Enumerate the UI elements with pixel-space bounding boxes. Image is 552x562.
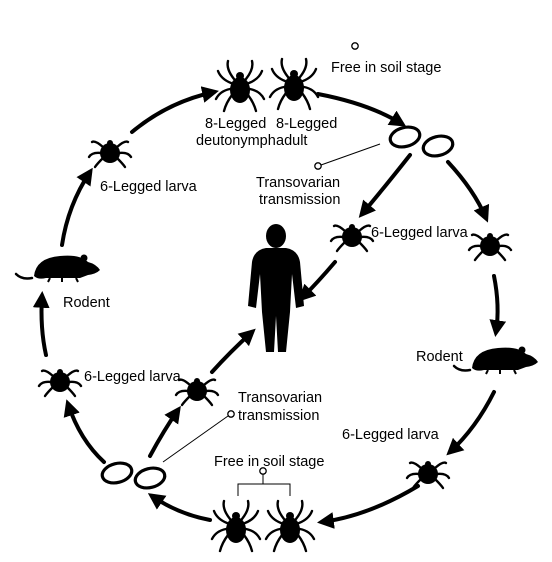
adult-mite-icon — [268, 57, 320, 111]
label-deutonymph-line2: deutonymph — [196, 133, 276, 149]
label-free-in-soil-top: Free in soil stage — [331, 60, 441, 76]
larva-center-right-icon — [329, 222, 375, 253]
label-larva-center-right: 6-Legged larva — [371, 225, 469, 241]
label-larva-top-left: 6-Legged larva — [100, 179, 198, 195]
human-icon — [248, 224, 304, 352]
arrow-eggs-to-larva-right — [446, 160, 490, 223]
arrow-larva-to-mites-bottom — [317, 484, 420, 529]
label-transovarian-top-line2: transmission — [259, 192, 340, 208]
arrow-eggs-to-larva-left — [63, 399, 106, 464]
arrow-adult-to-eggs-top — [316, 92, 407, 127]
arrow-larva-to-human-top — [298, 260, 337, 302]
arrow-eggs-to-larva-lower — [148, 405, 181, 458]
label-larva-bottom-right: 6-Legged larva — [342, 427, 440, 443]
arrow-larva-to-deutonymph — [130, 86, 219, 134]
arrow-larva-to-human-bottom — [210, 328, 256, 374]
label-adult-line1: 8-Legged — [276, 116, 337, 132]
label-adult-line2: adult — [276, 133, 307, 149]
arrow-mites-to-eggs-bottom — [147, 493, 212, 522]
rodent-left-icon — [14, 253, 102, 284]
label-deutonymph-line1: 8-Legged — [205, 116, 266, 132]
label-transovarian-top-line1: Transovarian — [256, 175, 340, 191]
deutonymph-mite-icon — [214, 59, 266, 113]
rodent-right-icon — [452, 345, 540, 376]
label-transovarian-bottom-line1: Transovarian — [238, 390, 322, 406]
eggs-bottom — [100, 461, 167, 490]
label-larva-left: 6-Legged larva — [84, 369, 182, 385]
larva-top-left-icon — [87, 138, 133, 169]
arrow-eggs-to-larva-center — [358, 153, 412, 218]
label-free-in-soil-bottom: Free in soil stage — [214, 454, 324, 470]
cycle-arrows — [32, 86, 507, 529]
larva-left-icon — [37, 367, 83, 398]
mite-bottom-left-icon — [210, 499, 262, 553]
mite-bottom-right-icon — [264, 499, 316, 553]
label-rodent-right: Rodent — [416, 349, 463, 365]
arrow-larva-to-rodent-left — [32, 290, 50, 357]
label-transovarian-bottom-line2: transmission — [238, 408, 319, 424]
arrow-rodent-to-larva-right — [446, 390, 496, 456]
arrow-up-left-outer — [60, 167, 93, 247]
larva-lower-center-icon — [174, 376, 220, 407]
eggs-top — [388, 125, 455, 158]
arrow-larva-to-rodent-right — [489, 274, 507, 337]
larva-bottom-right-icon — [405, 459, 451, 490]
labels: Free in soil stage 8-Legged deutonymph 8… — [63, 60, 469, 470]
label-rodent-left: Rodent — [63, 295, 110, 311]
larva-right-icon — [467, 231, 513, 262]
